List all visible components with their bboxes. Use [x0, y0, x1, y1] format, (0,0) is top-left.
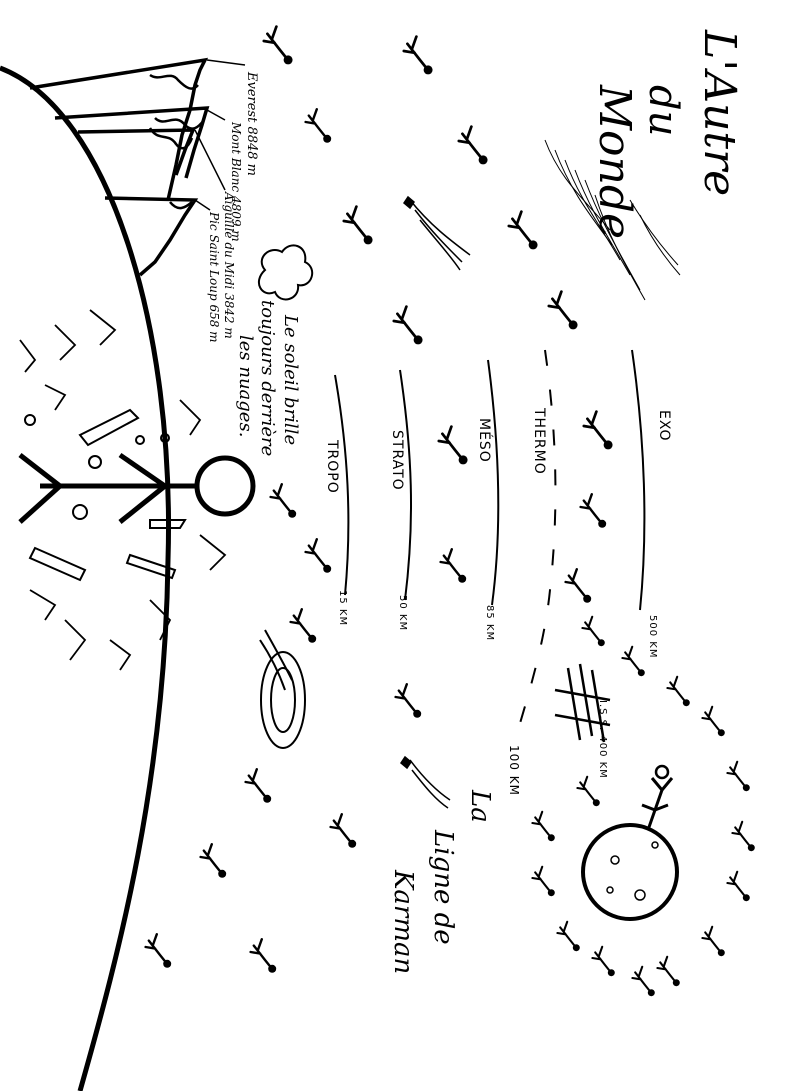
- bird-icon: [437, 425, 468, 465]
- sun-caption-line2: toujours derrière: [257, 300, 278, 456]
- bird-icon: [581, 615, 605, 647]
- karman-line3: Karman: [388, 869, 418, 974]
- bird-icon: [457, 125, 488, 165]
- label-meso: MÉSO: [476, 418, 493, 463]
- bird-icon: [631, 965, 655, 997]
- layer-arcs: [334, 349, 646, 741]
- bird-icon: [547, 290, 578, 330]
- aurora-lines: [544, 139, 681, 301]
- bird-icon: [701, 925, 725, 957]
- title-line1: L'Autre: [694, 29, 745, 196]
- bird-icon: [621, 645, 645, 677]
- bird-icon: [564, 567, 592, 603]
- sparkles-group: [19, 309, 227, 671]
- mountain-mont-blanc: [54, 106, 210, 179]
- karman-line1: La: [465, 789, 495, 823]
- bird-icon: [144, 932, 172, 968]
- bird-icon: [392, 305, 423, 345]
- shooting-stars: [400, 195, 471, 809]
- iss-icon: [554, 663, 611, 743]
- bird-icon: [269, 482, 297, 518]
- bird-icon: [726, 760, 750, 792]
- earth-surface-arc: [0, 65, 171, 1091]
- bird-icon: [342, 205, 373, 245]
- birds-group: [144, 25, 755, 997]
- bird-icon: [531, 810, 555, 842]
- bird-icon: [701, 705, 725, 737]
- arc-meso: [487, 359, 500, 606]
- bird-icon: [199, 842, 227, 878]
- bird-icon: [304, 537, 332, 573]
- label-aiguille: Aiguille du Midi 3842 m: [222, 191, 236, 339]
- bird-icon: [666, 675, 690, 707]
- ufo-icon: [259, 629, 306, 749]
- label-tropo: TROPO: [324, 439, 340, 494]
- bird-icon: [244, 767, 272, 803]
- alt-strato: 50 KM: [397, 595, 408, 631]
- bird-icon: [731, 820, 755, 852]
- label-mont-blanc: Mont Blanc 4809 m: [229, 121, 243, 242]
- label-strato: STRATO: [389, 430, 405, 491]
- cloud-icon: [258, 244, 314, 301]
- sun-caption-line3: les nuages.: [235, 335, 256, 437]
- arc-strato: [399, 369, 412, 601]
- bird-icon: [289, 607, 317, 643]
- bird-icon: [656, 955, 680, 987]
- mountains-group: [29, 57, 210, 277]
- bird-icon: [329, 812, 357, 848]
- label-pic: Pic Saint Loup 658 m: [207, 211, 221, 343]
- stick-figure: [18, 452, 256, 524]
- bird-icon: [249, 937, 277, 973]
- bird-icon: [507, 210, 538, 250]
- mountain-everest: [29, 57, 209, 201]
- bird-icon: [579, 492, 607, 528]
- mountain-aiguille: [77, 128, 196, 176]
- bird-icon: [576, 775, 600, 807]
- bird-icon: [394, 682, 422, 718]
- alt-meso: 85 KM: [484, 605, 495, 641]
- alt-karman: 100 KM: [507, 745, 521, 796]
- bird-icon: [402, 35, 433, 75]
- title-line2: Monde: [589, 84, 640, 239]
- bird-icon: [262, 25, 293, 65]
- label-exo: EXO: [656, 410, 672, 442]
- sun-caption-line1: Le soleil brille: [280, 314, 301, 445]
- bird-icon: [582, 410, 613, 450]
- mountain-pic: [104, 196, 199, 277]
- bird-icon: [726, 870, 750, 902]
- alt-tropo: 15 KM: [337, 590, 348, 626]
- bird-icon: [439, 547, 467, 583]
- bird-icon: [556, 920, 580, 952]
- bird-icon: [531, 865, 555, 897]
- fireworks-group: [24, 408, 187, 582]
- alt-exo: 500 KM: [647, 615, 658, 658]
- arc-exo: [631, 349, 646, 611]
- title-connector: du: [640, 85, 686, 136]
- label-thermo: THERMO: [531, 407, 547, 475]
- arc-tropo: [334, 374, 350, 596]
- planet-icon: [581, 764, 679, 921]
- karman-line2: Ligne de: [428, 829, 458, 945]
- bird-icon: [591, 945, 615, 977]
- label-everest: Everest 8848 m: [244, 71, 259, 176]
- bird-icon: [304, 107, 332, 143]
